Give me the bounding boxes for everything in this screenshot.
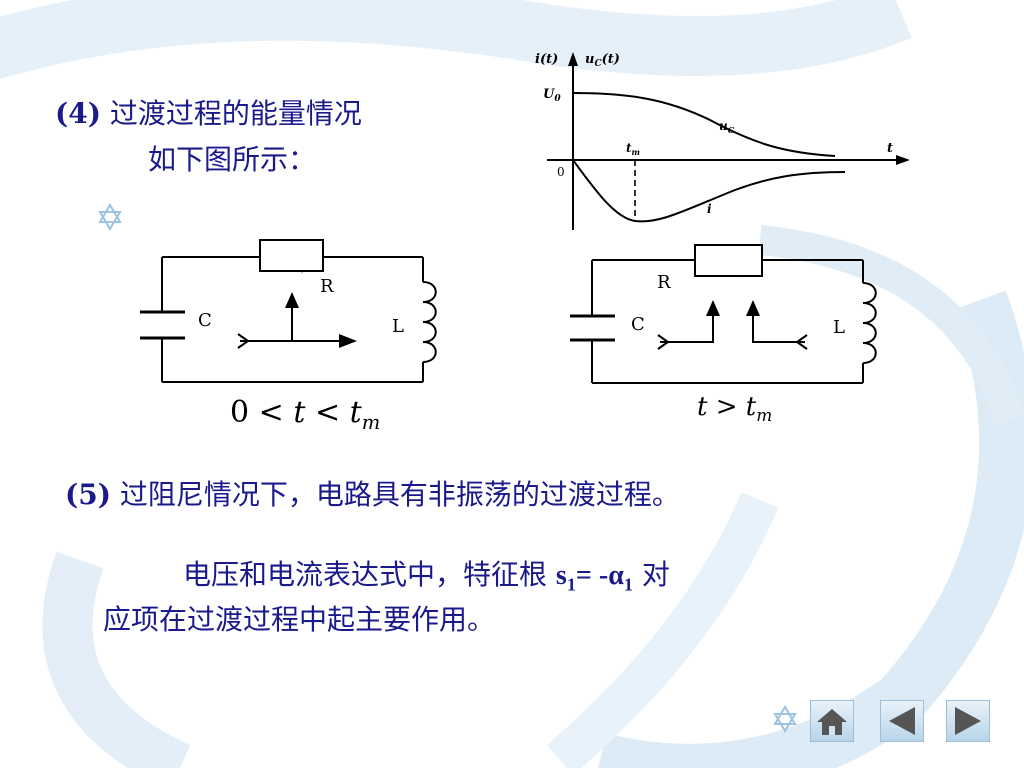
resistor-2 (694, 244, 763, 277)
label-l-2: L (833, 317, 845, 338)
label-zero: 0 (557, 165, 565, 179)
item4-line2: 如下图所示： (148, 143, 317, 176)
response-graph: i(t) uC(t) U0 tm t 0 uC i (535, 52, 910, 230)
triangle-right-icon (955, 707, 981, 735)
para-line2: 应项在过渡过程中起主要作用。 (103, 603, 496, 636)
condition-2: t > tm (697, 392, 773, 426)
triangle-left-icon (889, 707, 915, 735)
item4-label: (4) (55, 97, 101, 130)
para-line1: 电压和电流表达式中，特征根 s1= -α1 对 (183, 558, 670, 595)
label-l-1: L (392, 316, 404, 337)
inductor-2 (862, 282, 877, 364)
label-c-1: C (198, 310, 212, 331)
y-axis-arrow (568, 52, 578, 66)
label-c-2: C (631, 314, 645, 335)
label-i-t: i(t) (535, 52, 558, 67)
circuit-diagram-1: R C L (140, 239, 437, 383)
uc-curve (572, 92, 836, 157)
energy-arrow-l-2 (752, 310, 805, 343)
label-t: t (887, 141, 893, 156)
label-r-1: R (320, 276, 334, 297)
home-button[interactable] (810, 700, 854, 742)
resistor-1 (259, 239, 324, 272)
item5-body: 过阻尼情况下，电路具有非振荡的过渡过程。 (119, 478, 680, 511)
label-uc-curve: uC (719, 119, 735, 135)
label-uc-t: uC(t) (585, 52, 620, 69)
prev-button[interactable] (880, 700, 924, 742)
inductor-1 (422, 281, 437, 363)
i-curve (572, 159, 846, 223)
label-r-2: R (657, 272, 671, 293)
condition-1: 0 < t < tm (230, 395, 381, 434)
label-tm: tm (626, 141, 640, 157)
label-i-curve: i (707, 202, 712, 216)
home-icon (817, 709, 847, 735)
next-button[interactable] (946, 700, 990, 742)
label-u0: U0 (543, 87, 561, 104)
item4-line1: 过渡过程的能量情况 (109, 97, 362, 130)
circuit-diagram-2: R C L (570, 244, 877, 384)
energy-arrow-c-1 (660, 310, 714, 343)
item5-label: (5) (65, 478, 111, 511)
t-axis-arrow (896, 155, 910, 165)
item4-heading: (4) 过渡过程的能量情况 (55, 92, 362, 132)
item5-text: (5) 过阻尼情况下，电路具有非振荡的过渡过程。 (65, 473, 680, 513)
